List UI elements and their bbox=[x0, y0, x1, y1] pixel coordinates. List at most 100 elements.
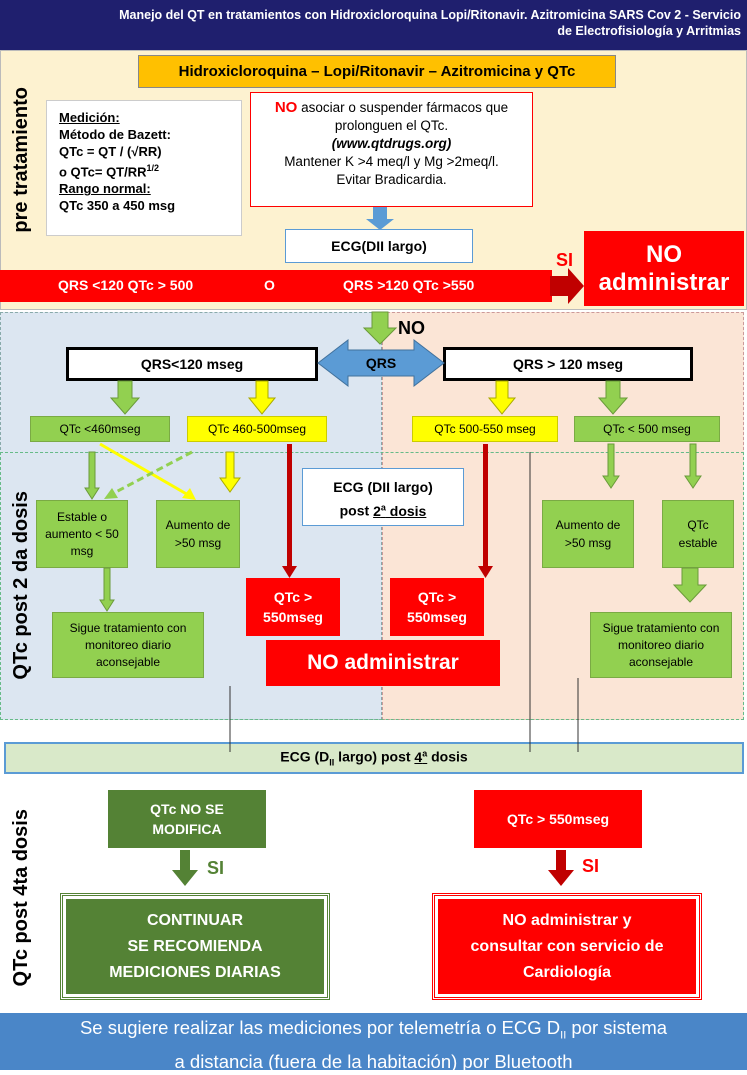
arrow-down-no bbox=[362, 311, 398, 345]
aumento-left-box: Aumento de >50 msg bbox=[156, 500, 240, 568]
drug-banner: Hidroxicloroquina – Lopi/Ritonavir – Azi… bbox=[138, 55, 616, 88]
aumento-right-box: Aumento de >50 msg bbox=[542, 500, 634, 568]
qtc-nomod-box: QTc NO SE MODIFICA bbox=[108, 790, 266, 848]
qtc550-left-text: QTc > 550mseg bbox=[263, 589, 323, 625]
ecg2-post: dosis bbox=[385, 502, 427, 519]
footer-line-2: a distancia (fuera de la habitación) por… bbox=[174, 1050, 573, 1072]
qtc-d-text: QTc < 500 mseg bbox=[603, 422, 691, 436]
no-administrar-top-text: NO administrar bbox=[598, 240, 730, 296]
arrow-right-green-2 bbox=[684, 443, 702, 489]
warning-link: (www.qtdrugs.org) bbox=[331, 136, 452, 151]
header-line-2: de Electrofisiología y Arritmias bbox=[557, 24, 741, 38]
header-line-1: Manejo del QT en tratamientos con Hidrox… bbox=[119, 8, 741, 22]
ecg-box-4-text: ECG (DII largo) post 4a dosis bbox=[280, 748, 467, 767]
no-administrar-mid: NO administrar bbox=[266, 640, 500, 686]
ecg4-mid: largo) post bbox=[334, 748, 415, 765]
qtc-estable-box: QTc estable bbox=[662, 500, 734, 568]
si-label-top: SI bbox=[556, 250, 574, 270]
ecg2-num-wrap: 2a dosis bbox=[373, 502, 427, 519]
qtc-b-box: QTc 460-500mseg bbox=[187, 416, 327, 442]
ecg-box-2: ECG (DII largo) post 2a dosis bbox=[302, 468, 464, 526]
warning-line-4: Mantener K >4 meq/l y Mg >2meq/l. bbox=[284, 154, 499, 169]
arrow-estable-right-down bbox=[672, 567, 708, 603]
ecg4-num: 4 bbox=[414, 748, 423, 765]
sigue-left-text: Sigue tratamiento con monitoreo diario a… bbox=[69, 620, 187, 669]
arrow-down-to-ecg bbox=[366, 207, 394, 230]
formula-2-exponent: 1/2 bbox=[146, 163, 160, 173]
arrow-red-right bbox=[478, 444, 493, 578]
aumento-left-text: Aumento de >50 msg bbox=[165, 518, 231, 550]
qrs-wide-text: QRS > 120 mseg bbox=[512, 356, 624, 372]
si-right: SI bbox=[582, 856, 600, 876]
qtc-a-text: QTc <460mseg bbox=[59, 422, 141, 436]
sigue-left-box: Sigue tratamiento con monitoreo diario a… bbox=[52, 612, 204, 678]
arrow-to-qtc-a bbox=[109, 380, 141, 415]
arrow-red-final bbox=[548, 850, 574, 886]
warning-line-1: NO asociar o suspender fármacos que bbox=[251, 99, 532, 117]
arrow-yellow-down bbox=[219, 451, 241, 493]
ecg4-sup: a bbox=[422, 748, 428, 759]
formula-2: o QTc= QT/RR1/2 bbox=[59, 160, 241, 180]
warning-no: NO bbox=[274, 99, 298, 116]
header-bar: Manejo del QT en tratamientos con Hidrox… bbox=[0, 0, 747, 50]
footer-l1b: por sistema bbox=[566, 1017, 668, 1038]
arrow-estable-down bbox=[99, 567, 115, 612]
aumento-right-text: Aumento de >50 msg bbox=[555, 518, 621, 550]
yellow-diagonal bbox=[99, 442, 191, 498]
qtc-nomod-text: QTc NO SE MODIFICA bbox=[150, 801, 224, 837]
criteria-b: QRS >120 QTc >550 bbox=[343, 277, 475, 293]
arrow-qtc-a-down bbox=[84, 451, 100, 500]
si-left: SI bbox=[207, 858, 225, 878]
ecg-box-1-text: ECG(DII largo) bbox=[331, 238, 427, 254]
consultar-line-1: NO administrar y bbox=[502, 911, 632, 929]
footer-l1: Se sugiere realizar las mediciones por t… bbox=[79, 1017, 561, 1038]
qtc-b-text: QTc 460-500mseg bbox=[207, 422, 307, 436]
ecg-box-1: ECG(DII largo) bbox=[285, 229, 473, 263]
green-dashed-diagonal bbox=[111, 450, 193, 496]
arrow-to-qtc-b bbox=[247, 380, 277, 415]
formula-2-text: o QTc= QT/RR bbox=[59, 164, 147, 180]
qtc-gt550-box: QTc > 550mseg bbox=[474, 790, 642, 848]
qtc-a-box: QTc <460mseg bbox=[30, 416, 170, 442]
green-dashed-head bbox=[104, 488, 118, 499]
consultar-line-2: consultar con servicio de bbox=[470, 937, 664, 955]
measurement-box: Medición: Método de Bazett: QTc = QT / (… bbox=[46, 100, 242, 236]
qtc550-right-text: QTc > 550mseg bbox=[407, 589, 467, 625]
yellow-diagonal-head bbox=[182, 488, 196, 500]
sigue-right-text: Sigue tratamiento con monitoreo diario a… bbox=[602, 620, 720, 669]
footer-sub: II bbox=[560, 1029, 567, 1042]
qrs-wide-box: QRS > 120 mseg bbox=[443, 347, 693, 381]
estable-text: Estable o aumento < 50 msg bbox=[45, 509, 119, 558]
qtc-gt550-text: QTc > 550mseg bbox=[506, 811, 610, 827]
qtc550-right-box: QTc > 550mseg bbox=[390, 578, 484, 636]
arrow-green-final bbox=[172, 850, 198, 886]
qtc-estable-text: QTc estable bbox=[678, 518, 718, 550]
consultar-box: NO administrar y consultar con servicio … bbox=[438, 899, 696, 994]
sigue-right-box: Sigue tratamiento con monitoreo diario a… bbox=[590, 612, 732, 678]
ecg-box-4: ECG (DII largo) post 4a dosis bbox=[4, 742, 744, 774]
red-criteria-bar: QRS <120 QTc > 500 O QRS >120 QTc >550 bbox=[0, 270, 552, 302]
warning-box: NO asociar o suspender fármacos que prol… bbox=[250, 92, 533, 207]
no-label: NO bbox=[398, 318, 425, 338]
continuar-line-2: SE RECOMIENDA bbox=[127, 937, 263, 955]
qtc-c-box: QTc 500-550 mseg bbox=[412, 416, 558, 442]
qtc550-left-box: QTc > 550mseg bbox=[246, 578, 340, 636]
consultar-line-3: Cardiología bbox=[522, 963, 611, 981]
normal-range-title: Rango normal: bbox=[59, 181, 151, 197]
arrow-to-qtc-d bbox=[597, 380, 629, 415]
continuar-line-1: CONTINUAR bbox=[147, 911, 243, 929]
normal-range: QTc 350 a 450 msg bbox=[59, 198, 176, 214]
ecg4-sub: II bbox=[329, 757, 335, 768]
ecg2-pre: post bbox=[339, 502, 374, 519]
ecg2-num: 2 bbox=[373, 502, 381, 519]
warning-line-5: Evitar Bradicardia. bbox=[336, 172, 447, 187]
arrow-red-left bbox=[282, 444, 297, 578]
qrs-narrow-box: QRS<120 mseg bbox=[66, 347, 318, 381]
no-administrar-top: NO administrar bbox=[584, 231, 744, 306]
qtc-d-box: QTc < 500 mseg bbox=[574, 416, 720, 442]
drug-banner-text: Hidroxicloroquina – Lopi/Ritonavir – Azi… bbox=[178, 63, 576, 80]
warning-text-1: asociar o suspender fármacos que bbox=[297, 100, 509, 115]
ecg-box-2-line-2: post 2a dosis bbox=[303, 497, 463, 521]
qrs-double-arrow bbox=[317, 338, 445, 388]
